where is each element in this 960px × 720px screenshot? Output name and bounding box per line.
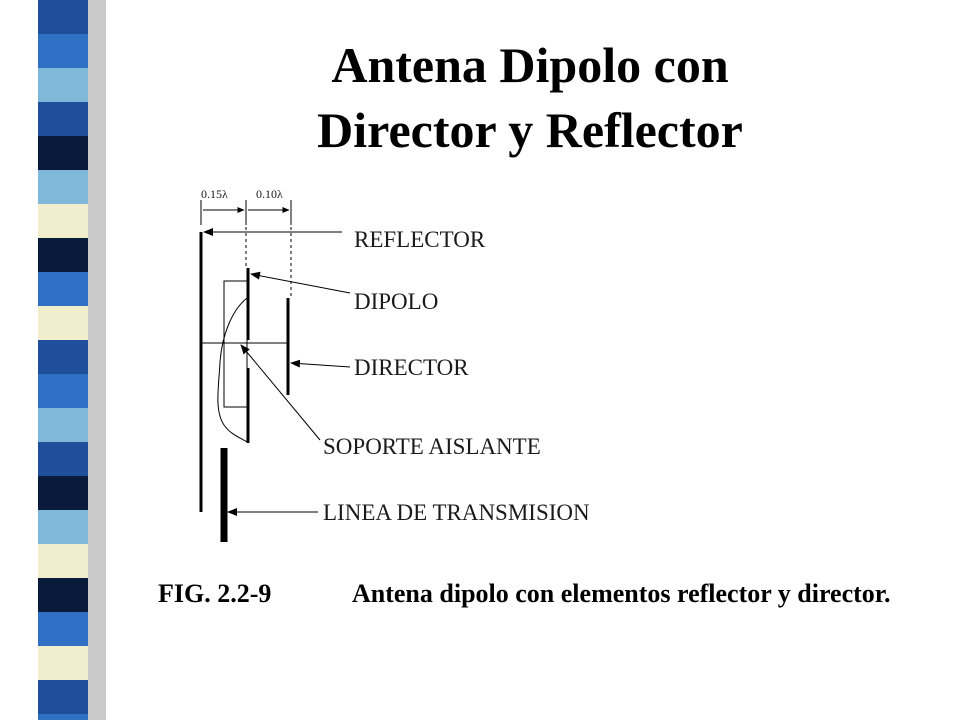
band-block: [38, 408, 88, 442]
band-block: [38, 340, 88, 374]
band-block: [38, 544, 88, 578]
band-block: [38, 374, 88, 408]
band-block: [38, 646, 88, 680]
band-shadow: [88, 0, 106, 720]
band-block: [38, 476, 88, 510]
dimension-markers: 0.15λ 0.10λ: [200, 187, 292, 298]
band-block: [38, 102, 88, 136]
antenna-elements: [199, 232, 290, 542]
band-block: [38, 34, 88, 68]
dimension-label-2: 0.10λ: [256, 187, 283, 201]
label-linea-de-transmision: LINEA DE TRANSMISION: [323, 500, 590, 525]
pointer-dipolo: [250, 271, 351, 294]
label-pointers: [203, 228, 351, 516]
band-block: [38, 578, 88, 612]
figure-number: FIG. 2.2-9: [158, 579, 272, 608]
feed-wire: [217, 297, 248, 443]
band-block: [38, 714, 88, 720]
band-block: [38, 442, 88, 476]
label-soporte-aislante: SOPORTE AISLANTE: [323, 434, 541, 459]
band-block: [38, 68, 88, 102]
band-block: [38, 136, 88, 170]
figure-caption: Antena dipolo con elementos reflector y …: [352, 579, 891, 608]
pointer-director: [290, 359, 351, 368]
pointer-soporte: [240, 344, 321, 441]
band-block: [38, 306, 88, 340]
slide-title-line-2: Director y Reflector: [317, 102, 743, 158]
band-block: [38, 612, 88, 646]
decorative-side-band: [38, 0, 106, 720]
label-reflector: REFLECTOR: [354, 227, 486, 252]
label-director: DIRECTOR: [354, 355, 469, 380]
label-dipolo: DIPOLO: [354, 289, 438, 314]
band-block: [38, 510, 88, 544]
band-block: [38, 170, 88, 204]
band-block: [38, 204, 88, 238]
band-block: [38, 0, 88, 34]
feed-box: [223, 280, 248, 408]
band-block: [38, 238, 88, 272]
dimension-label-1: 0.15λ: [201, 187, 228, 201]
slide-title-line-1: Antena Dipolo con: [331, 37, 729, 93]
band-block: [38, 272, 88, 306]
band-block: [38, 680, 88, 714]
